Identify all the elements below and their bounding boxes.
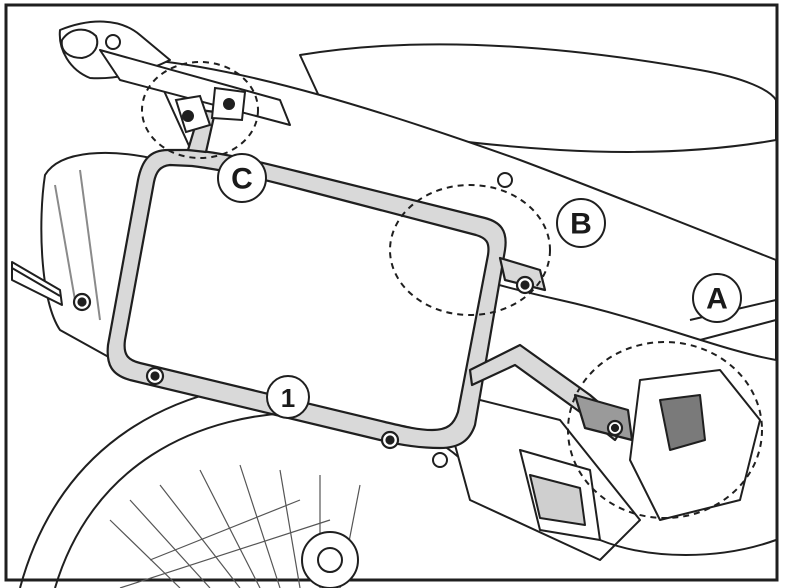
detail-circles bbox=[141, 61, 763, 519]
callout-1: 1 bbox=[266, 375, 310, 419]
svg-text:C: C bbox=[231, 163, 253, 196]
callout-c: C bbox=[217, 153, 267, 203]
callout-a: A bbox=[692, 273, 742, 323]
svg-text:A: A bbox=[706, 283, 728, 316]
callout-b: B bbox=[556, 198, 606, 248]
detail-circle-b bbox=[389, 184, 551, 316]
detail-circle-a bbox=[567, 341, 763, 519]
pannier-rack-frame bbox=[72, 108, 634, 450]
svg-text:B: B bbox=[570, 208, 592, 241]
svg-text:1: 1 bbox=[281, 383, 295, 413]
upper-mount-bracket bbox=[174, 86, 247, 134]
detail-circle-c bbox=[141, 61, 259, 159]
